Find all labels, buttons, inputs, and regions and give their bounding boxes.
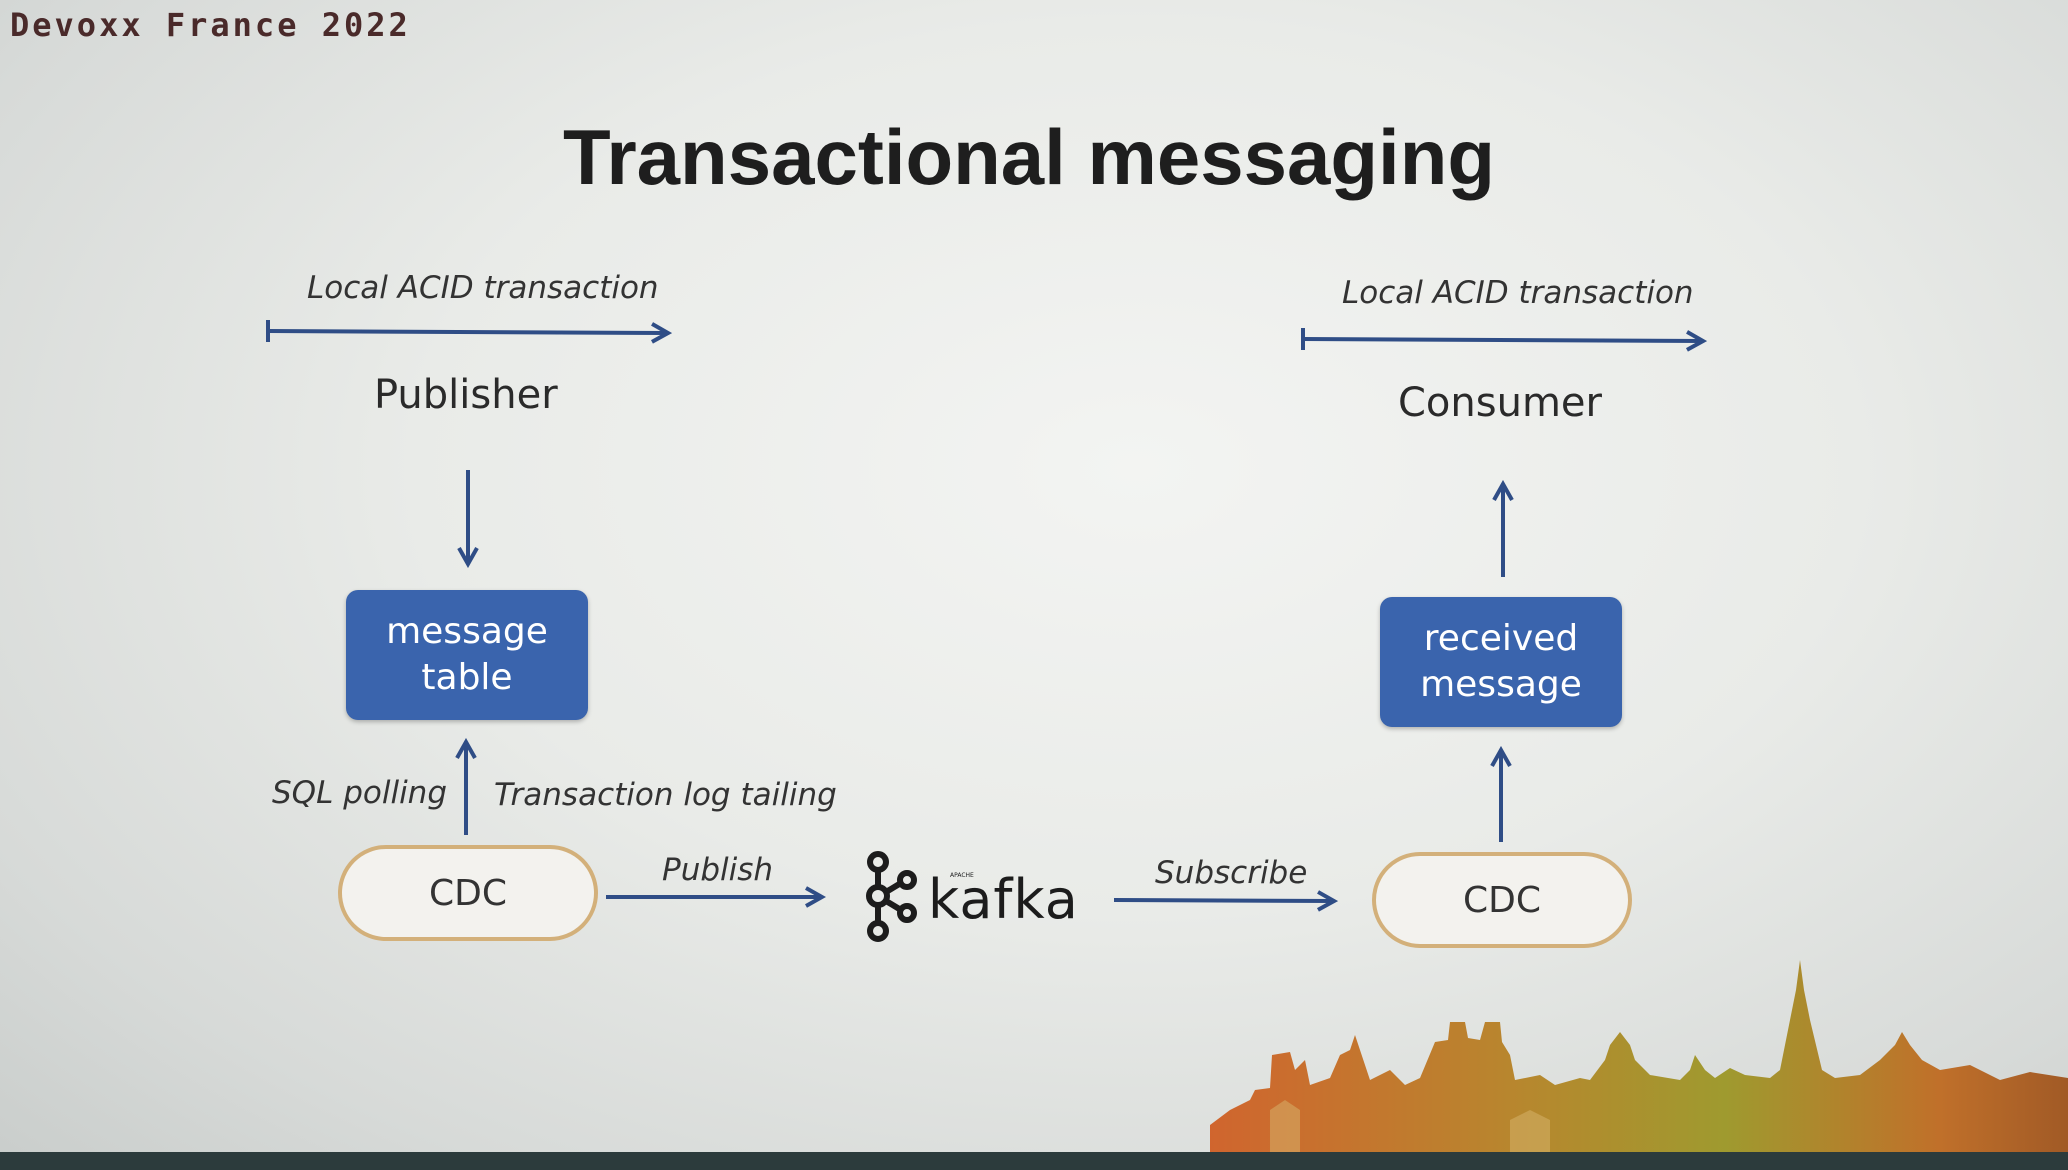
- message-table-line2: table: [421, 657, 513, 698]
- message-table-box: message table: [346, 590, 588, 720]
- sql-polling-label: SQL polling: [272, 775, 448, 811]
- consumer-span-arrow: [1302, 339, 1703, 341]
- transaction-log-tailing-label: Transaction log tailing: [494, 777, 837, 813]
- publish-label: Publish: [662, 852, 774, 888]
- publisher-cdc-pill: CDC: [338, 845, 598, 941]
- event-title: Devoxx France 2022: [10, 6, 411, 44]
- subscribe-arrow: [1113, 900, 1334, 901]
- slide-title: Transactional messaging: [562, 113, 1495, 201]
- consumer-transaction-label: Local ACID transaction: [1342, 275, 1694, 311]
- consumer-label: Consumer: [1398, 380, 1602, 426]
- kafka-logo-icon: [866, 851, 917, 942]
- received-message-box: received message: [1380, 597, 1622, 727]
- kafka-apache-label: APACHE: [950, 872, 974, 879]
- message-table-line1: message: [386, 611, 548, 652]
- kafka-wordmark: kafka: [928, 868, 1079, 931]
- publisher-transaction-label: Local ACID transaction: [307, 270, 659, 306]
- publisher-span-arrow: [267, 331, 668, 333]
- received-message-line2: message: [1420, 664, 1582, 705]
- subscribe-label: Subscribe: [1155, 855, 1308, 891]
- bottom-strip: [0, 1152, 2068, 1170]
- paris-skyline-decoration: [1210, 960, 2068, 1160]
- received-message-line1: received: [1423, 618, 1579, 659]
- consumer-cdc-pill: CDC: [1372, 852, 1632, 948]
- publisher-label: Publisher: [374, 372, 558, 418]
